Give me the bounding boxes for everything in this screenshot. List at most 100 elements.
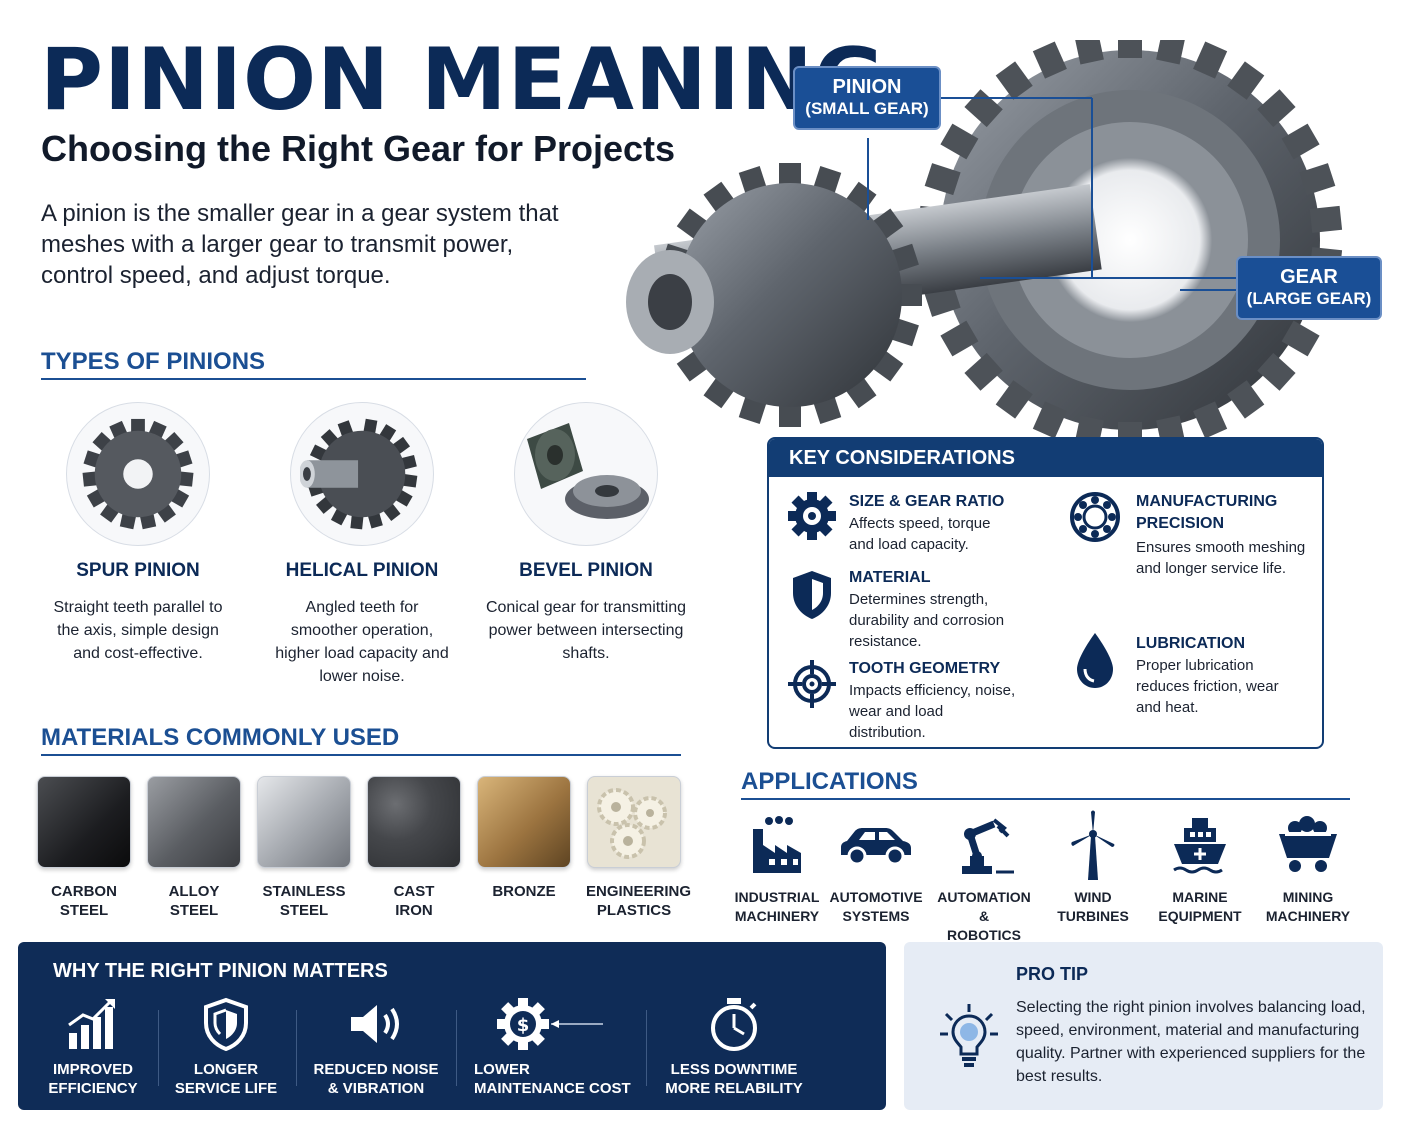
key-considerations-panel: KEY CONSIDERATIONS SIZE & GEAR RATIO Aff… (767, 437, 1324, 749)
consideration-size-ratio: SIZE & GEAR RATIO Affects speed, torque … (849, 491, 1019, 555)
consideration-lubrication: LUBRICATION Proper lubrication reduces f… (1136, 633, 1306, 718)
types-divider (41, 378, 586, 380)
material-bronze: BRONZE (476, 776, 572, 901)
consideration-manufacturing-precision: MANUFACTURING PRECISION Ensures smooth m… (1136, 491, 1306, 579)
spur-gear-icon (82, 418, 194, 530)
why-label-line2: EFFICIENCY (48, 1080, 138, 1097)
materials-divider (41, 754, 681, 756)
engineering-plastics-swatch (587, 776, 681, 868)
why-label-line2: SERVICE LIFE (174, 1080, 278, 1097)
gear-callout-sub: (LARGE GEAR) (1246, 289, 1372, 308)
application-label-line2: EQUIPMENT (1158, 908, 1242, 924)
why-label: LESS DOWNTIME MORE RELABILITY (664, 1060, 804, 1098)
bevel-pinion-name: BEVEL PINION (519, 560, 653, 581)
material-label-line1: CARBON (51, 883, 117, 900)
material-label-line2: STEEL (169, 902, 219, 919)
factory-icon (753, 816, 801, 873)
consideration-title: LUBRICATION (1136, 635, 1246, 652)
pinion-callout-sub: (SMALL GEAR) (805, 99, 929, 118)
consideration-desc: Ensures smooth meshing and longer servic… (1136, 539, 1306, 577)
why-divider (158, 1010, 159, 1086)
helical-gear-icon (300, 418, 418, 530)
shield-icon (204, 997, 248, 1051)
why-label-line2: MORE RELABILITY (665, 1080, 803, 1097)
why-label-line2: & VIBRATION (327, 1080, 425, 1097)
material-label: CARBON STEEL (36, 882, 132, 920)
cast-iron-swatch (367, 776, 461, 868)
spur-pinion-card: SPUR PINION Straight teeth parallel to t… (18, 402, 258, 665)
why-label: IMPROVED EFFICIENCY (38, 1060, 148, 1098)
gear-dollar-icon: $ (497, 998, 603, 1050)
bevel-pinion-card: BEVEL PINION Conical gear for transmitti… (466, 402, 706, 665)
material-label: ALLOY STEEL (146, 882, 242, 920)
helical-pinion-name: HELICAL PINION (285, 560, 439, 581)
pro-tip-heading: PRO TIP (1016, 964, 1089, 984)
pro-tip-text: Selecting the right pinion involves bala… (1016, 999, 1366, 1085)
page-subtitle: Choosing the Right Gear for Projects (41, 128, 676, 169)
consideration-desc: Proper lubrication reduces friction, wea… (1136, 657, 1279, 716)
app-automation-robotics: AUTOMATION &ROBOTICS (934, 812, 1034, 945)
bar-chart-up-icon (68, 999, 115, 1049)
material-alloy-steel: ALLOY STEEL (146, 776, 242, 920)
material-label-line2: PLASTICS (596, 902, 672, 919)
why-heading: WHY THE RIGHT PINION MATTERS (53, 960, 388, 982)
consideration-title: TOOTH GEOMETRY (849, 660, 1001, 677)
application-label-line1: AUTOMOTIVE (829, 889, 923, 905)
stainless-steel-swatch (257, 776, 351, 868)
material-label-line2: STEEL (279, 902, 329, 919)
materials-heading: MATERIALS COMMONLY USED (41, 724, 400, 751)
why-label-line1: REDUCED NOISE (313, 1061, 439, 1078)
why-panel: WHY THE RIGHT PINION MATTERS IMPROVED EFF… (18, 942, 886, 1110)
material-label-line1: BRONZE (492, 883, 556, 900)
consideration-title: SIZE & GEAR RATIO (849, 493, 1005, 510)
why-less-downtime: LESS DOWNTIME MORE RELABILITY (664, 996, 804, 1098)
applications-divider (741, 798, 1350, 800)
svg-text:$: $ (517, 1015, 530, 1036)
intro-text: A pinion is the smaller gear in a gear s… (41, 200, 559, 289)
hero-gears-illustration (626, 40, 1343, 450)
consideration-tooth-geometry: TOOTH GEOMETRY Impacts efficiency, noise… (849, 658, 1019, 743)
bevel-pinion-image (514, 402, 658, 546)
pinion-callout: PINION (SMALL GEAR) (793, 66, 941, 130)
why-label-line2: MAINTENANCE COST (474, 1080, 631, 1097)
why-label: REDUCED NOISE & VIBRATION (308, 1060, 444, 1098)
consideration-title: MANUFACTURING (1136, 493, 1278, 510)
why-label: LONGER SERVICE LIFE (168, 1060, 284, 1098)
applications-heading: APPLICATIONS (741, 768, 918, 795)
lightbulb-icon (940, 1004, 998, 1067)
application-label-line1: AUTOMATION & (937, 889, 1031, 924)
spur-pinion-desc: Straight teeth parallel to the axis, sim… (53, 599, 223, 662)
page-title: PINION MEANING (40, 30, 886, 130)
why-label-line1: IMPROVED (52, 1061, 133, 1078)
consideration-material: MATERIAL Determines strength, durability… (849, 567, 1019, 652)
material-label-line1: ALLOY (168, 883, 220, 900)
bearing-icon (1070, 492, 1120, 542)
consideration-title: MATERIAL (849, 569, 931, 586)
why-reduced-noise: REDUCED NOISE & VIBRATION (308, 996, 444, 1098)
pinion-callout-label: PINION (832, 76, 902, 98)
target-icon (788, 660, 836, 708)
stopwatch-icon (711, 998, 757, 1051)
why-divider (456, 1010, 457, 1086)
droplet-icon (1077, 633, 1113, 688)
pro-tip-panel: PRO TIP Selecting the right pinion invol… (904, 942, 1383, 1110)
carbon-steel-swatch (37, 776, 131, 868)
shield-icon (793, 571, 831, 619)
consideration-desc: Impacts efficiency, noise, wear and load… (849, 682, 1016, 741)
application-label-line2: MACHINERY (734, 908, 820, 924)
gear-callout: GEAR (LARGE GEAR) (1236, 256, 1382, 320)
material-label-line2: STEEL (59, 902, 109, 919)
why-label-line1: LONGER (193, 1061, 259, 1078)
why-label-line1: LESS DOWNTIME (670, 1061, 798, 1078)
